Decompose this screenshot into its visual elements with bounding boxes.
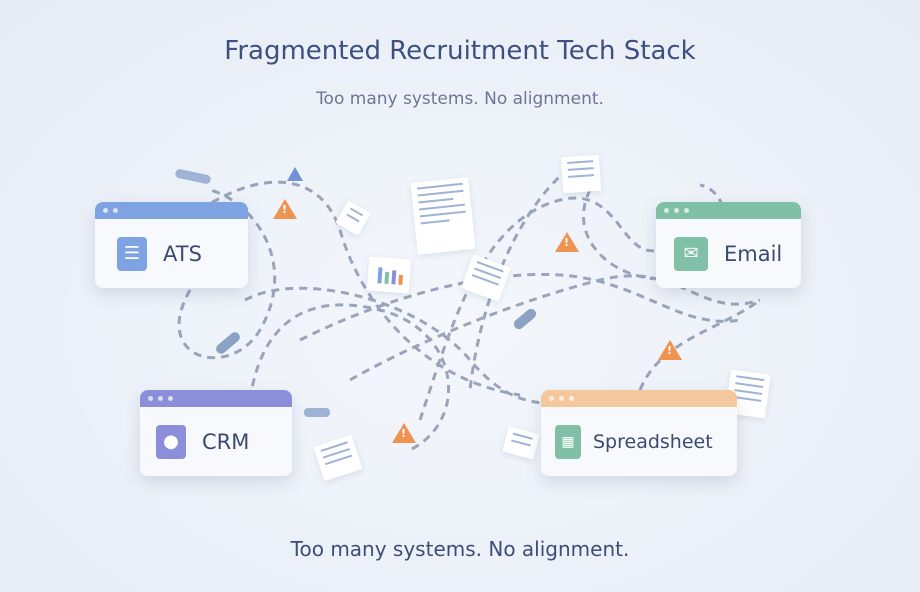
window-titlebar [140, 390, 292, 407]
connection-line [582, 183, 728, 281]
user-icon: ● [156, 424, 186, 459]
window-titlebar [656, 202, 801, 219]
document-icon [410, 177, 476, 255]
document-icon [560, 154, 602, 194]
caption: Too many systems. No alignment. [290, 537, 630, 561]
connection-line [177, 188, 277, 360]
warning-icon: ! [392, 423, 416, 443]
page-subtitle: Too many systems. No alignment. [316, 89, 604, 109]
system-card-crm: ● CRM [140, 390, 292, 476]
table-grid-icon: ▦ [555, 424, 581, 459]
connection-line [299, 272, 741, 342]
connector-plug-icon [304, 408, 330, 417]
warning-icon: ! [273, 199, 297, 219]
connection-line [468, 158, 581, 391]
connection-line [248, 303, 451, 452]
warning-icon [287, 167, 303, 181]
warning-icon: ! [658, 340, 682, 360]
connection-line [199, 180, 521, 397]
page-title: Fragmented Recruitment Tech Stack [224, 36, 696, 66]
system-label: Email [724, 241, 783, 266]
window-titlebar [541, 390, 737, 407]
bar-chart-document-icon [366, 256, 412, 294]
system-card-email: ✉ Email [656, 202, 801, 288]
document-list-icon: ☰ [117, 236, 147, 271]
warning-icon: ! [555, 232, 579, 252]
system-label: ATS [163, 241, 202, 266]
window-titlebar [95, 202, 248, 219]
connection-line [244, 286, 601, 405]
connection-line [638, 298, 761, 391]
system-card-spreadsheet: ▦ Spreadsheet [541, 390, 737, 476]
system-label: Spreadsheet [593, 430, 713, 453]
connection-line [418, 196, 661, 421]
envelope-icon: ✉ [674, 236, 708, 271]
system-label: CRM [202, 429, 250, 454]
connection-line [349, 274, 761, 382]
system-card-ats: ☰ ATS [95, 202, 248, 288]
